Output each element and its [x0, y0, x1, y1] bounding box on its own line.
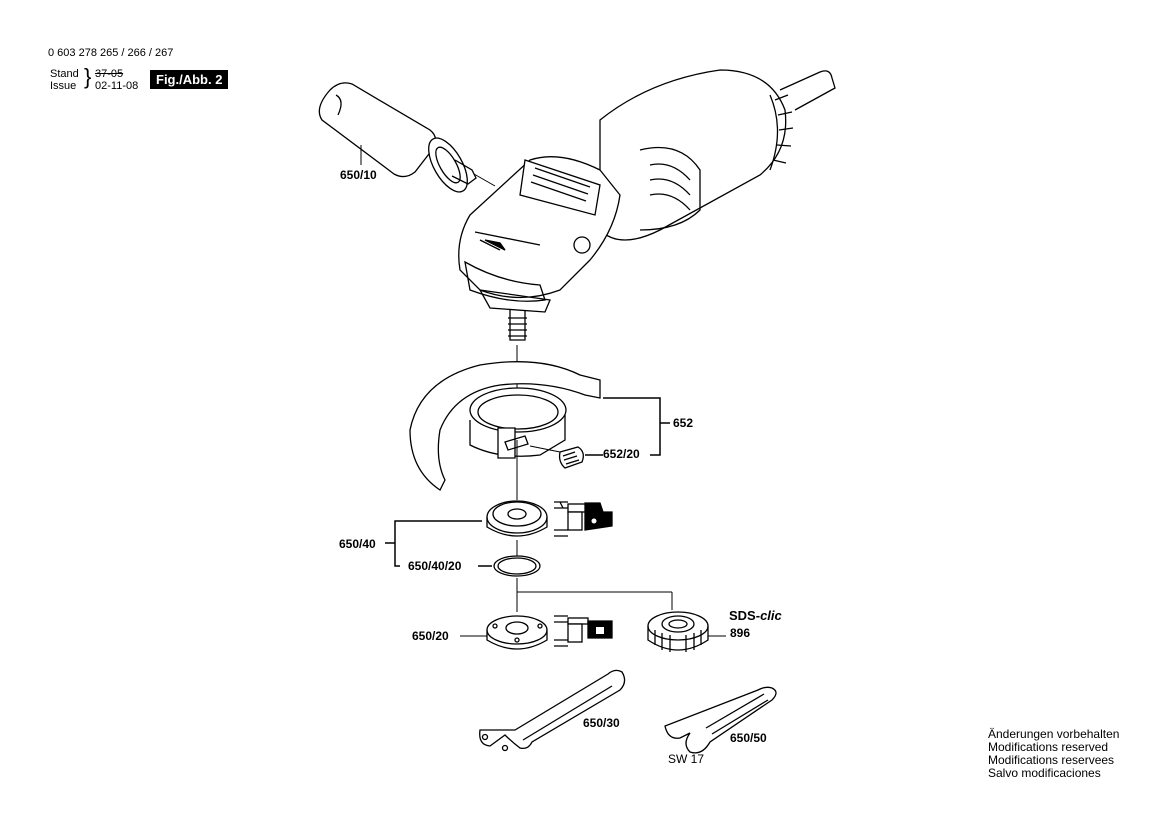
footer-note-fr: Modifications reservees: [988, 753, 1115, 767]
grinder-body-drawing: [458, 69, 836, 400]
label-650-30: 650/30: [583, 716, 620, 730]
sds-clic-logo: SDS-clic: [729, 609, 782, 623]
footer-note-en: Modifications reserved: [988, 740, 1109, 754]
issue-value: 02-11-08: [95, 80, 139, 92]
label-650-40-20: 650/40/20: [408, 559, 462, 573]
label-652: 652: [673, 416, 694, 430]
issue-label: Issue: [50, 80, 77, 92]
stand-label: Stand: [50, 68, 79, 80]
mounting-symbols: [554, 501, 613, 647]
label-650-10: 650/10: [340, 168, 377, 182]
brace-icon: }: [84, 64, 92, 89]
stand-value: 37-05: [95, 68, 124, 80]
flange-drawing: [385, 500, 726, 652]
footer-note-de: Änderungen vorbehalten: [988, 727, 1120, 741]
label-652-20: 652/20: [603, 447, 640, 461]
sds-clic: clic: [760, 608, 782, 623]
side-handle-drawing: [318, 82, 496, 193]
guard-drawing: [409, 361, 670, 500]
sds-brand: SDS-: [729, 608, 761, 623]
label-sw17: SW 17: [668, 752, 705, 766]
label-650-50: 650/50: [730, 731, 767, 745]
footer-note-es: Salvo modificaciones: [988, 766, 1101, 780]
wrench-drawing: [479, 669, 777, 754]
figure-badge: Fig./Abb. 2: [150, 70, 229, 89]
label-650-40: 650/40: [339, 537, 376, 551]
label-896: 896: [730, 626, 751, 640]
part-numbers: 0 603 278 265 / 266 / 267: [48, 47, 174, 59]
label-650-20: 650/20: [412, 629, 449, 643]
